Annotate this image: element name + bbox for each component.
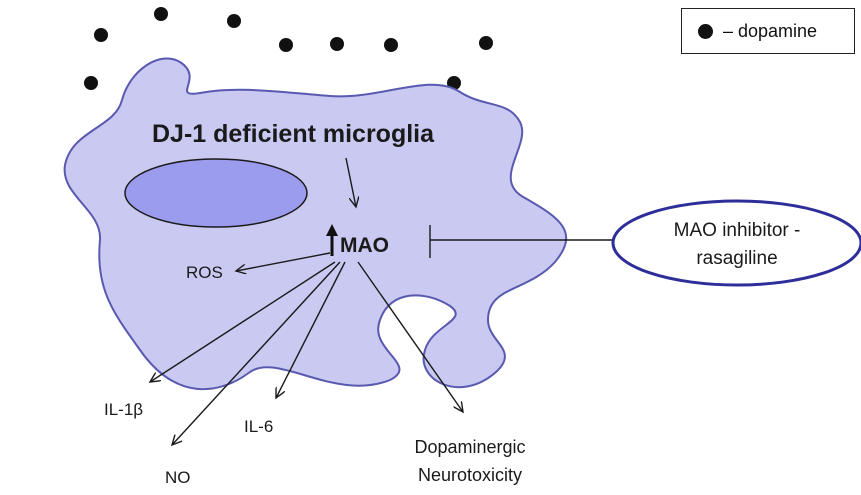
dopamine-dots [84, 7, 493, 90]
dopaminergic-label: Dopaminergic [414, 437, 525, 457]
dopamine-dot [154, 7, 168, 21]
no-arrow [172, 261, 341, 445]
mao-node: MAO [326, 224, 389, 257]
dopamine-dot [279, 38, 293, 52]
ros-arrow [236, 252, 331, 271]
inhibitor-ellipse [611, 199, 861, 287]
no-label: NO [165, 468, 191, 487]
dopamine-dot [384, 38, 398, 52]
inhibitor-line1: MAO inhibitor - [674, 220, 801, 241]
dopamine-dot [94, 28, 108, 42]
legend-label: – dopamine [723, 20, 818, 41]
dopamine-dot [479, 36, 493, 50]
il6-label: IL-6 [244, 417, 273, 436]
title-to-mao-arrow [345, 157, 356, 207]
dopamine-dot [227, 14, 241, 28]
legend-box: – dopamine [681, 8, 855, 54]
dopamine-dot-icon [698, 23, 713, 39]
cell-nucleus [124, 158, 308, 228]
cell-title: DJ-1 deficient microglia [152, 120, 435, 148]
dopamine-dot [330, 37, 344, 51]
ros-label: ROS [186, 263, 223, 282]
il1b-arrow [150, 261, 336, 382]
up-arrow-head [326, 224, 338, 236]
neurotoxicity-arrow [357, 261, 463, 412]
il1b-label: IL-1β [104, 400, 143, 419]
mao-label: MAO [340, 234, 389, 257]
microglia-cell [63, 57, 568, 391]
il6-arrow [276, 261, 346, 398]
inhibitor-line2: rasagiline [696, 248, 777, 269]
dopamine-dot [84, 76, 98, 90]
neurotoxicity-label: Neurotoxicity [418, 465, 522, 485]
